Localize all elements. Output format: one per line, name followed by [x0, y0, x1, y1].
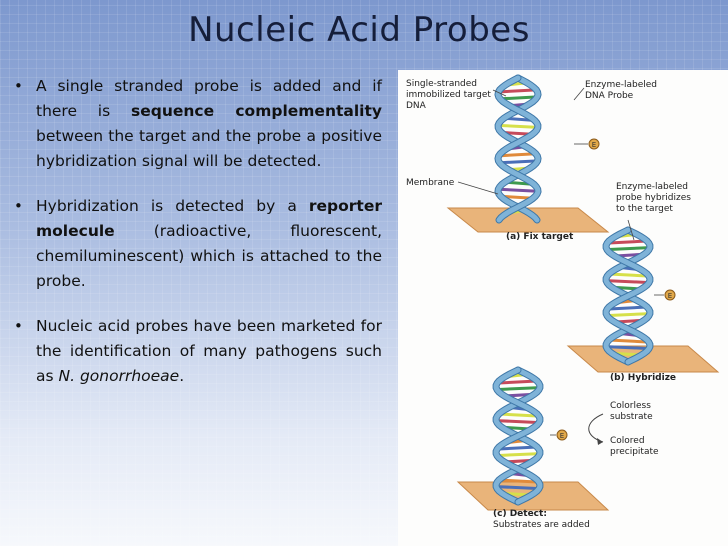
base-pair: [498, 123, 538, 129]
dna-strand: [495, 75, 541, 223]
label-line: Enzyme-labeled: [616, 182, 689, 192]
label-line: (c) Detect:: [493, 509, 547, 519]
label-line: Enzyme-labeled: [585, 80, 658, 90]
bullet-text-bold: sequence complementality: [130, 102, 382, 120]
base-pair: [606, 345, 650, 351]
bullet-text-pre: Hybridization is detected by a: [36, 197, 309, 215]
base-pair: [608, 239, 648, 245]
base-pair: [500, 152, 536, 158]
dna-strand: [495, 75, 541, 223]
base-pair: [498, 95, 538, 101]
base-pair: [499, 88, 537, 94]
bullet-glyph: •: [14, 197, 23, 215]
dna-strand: [603, 227, 653, 365]
enzyme-marker-letter: E: [560, 432, 564, 440]
base-pair: [608, 338, 648, 344]
enzyme-marker-letter: E: [592, 141, 596, 149]
label-probe-hybridizes: Enzyme-labeled probe hybridizes to the t…: [616, 182, 691, 215]
figure-canvas: E E E: [446, 74, 720, 511]
base-pair: [496, 452, 540, 458]
label-colored-precipitate: Colored precipitate: [610, 436, 659, 458]
base-pair: [606, 312, 650, 318]
bullet-text-post: .: [179, 367, 185, 385]
label-enzyme-probe: Enzyme-labeled DNA Probe: [585, 80, 657, 102]
bullet-item: • Hybridization is detected by a reporte…: [10, 194, 382, 294]
bullet-glyph: •: [14, 77, 23, 95]
base-pair: [496, 485, 540, 491]
base-pair: [606, 246, 650, 252]
label-step-b: (b) Hybridize: [610, 373, 677, 383]
label-line: Substrates are added: [493, 520, 590, 530]
hybridization-figure: E E E Single-stranded immobilized target D…: [398, 70, 728, 546]
label-line: Single-stranded: [406, 79, 478, 89]
label-step-a: (a) Fix target: [506, 232, 574, 242]
enzyme-marker-letter: E: [668, 292, 672, 300]
label-step-c: (c) Detect: Substrates are added: [493, 509, 590, 531]
label-membrane: Membrane: [406, 178, 455, 188]
base-pair: [498, 478, 538, 484]
base-pair: [498, 159, 538, 165]
label-colorless-substrate: Colorless substrate: [610, 401, 653, 423]
arrow-head-icon: [597, 438, 603, 445]
bullet-text-bold: reporter molecule: [36, 197, 382, 240]
base-pair: [608, 272, 648, 278]
enzyme-marker-icon: [664, 289, 676, 301]
label-line: Colored: [610, 436, 645, 446]
label-line: DNA Probe: [585, 91, 634, 101]
enzyme-marker-icon: [588, 138, 600, 150]
label-line: Colorless: [610, 401, 651, 411]
label-line: probe hybridizes: [616, 193, 691, 203]
label-line: DNA: [406, 101, 426, 111]
pointer-line: [457, 181, 499, 195]
label-single-stranded: Single-stranded immobilized target DNA: [406, 79, 491, 112]
base-pair: [496, 386, 540, 392]
bullet-text-pre: A single stranded probe is added and if …: [36, 77, 382, 120]
label-line: precipitate: [610, 447, 659, 457]
base-pair: [606, 279, 650, 285]
enzyme-marker-icon: [556, 429, 568, 441]
bullet-text-italic: N. gonorrhoeae: [58, 367, 180, 385]
label-line: to the target: [616, 204, 673, 214]
bullet-text-post: between the target and the probe a posit…: [36, 127, 382, 170]
bullet-text-pre: Nucleic acid probes have been marketed f…: [36, 317, 382, 385]
bullet-text-post: (radioactive, fluorescent, chemiluminesc…: [36, 222, 382, 290]
bullet-glyph: •: [14, 317, 23, 335]
pointer-line: [492, 89, 507, 97]
base-pair: [498, 445, 538, 451]
base-pair: [498, 412, 538, 418]
dna-strand: [493, 367, 543, 505]
label-line: immobilized target: [406, 90, 491, 100]
bullet-item: • Nucleic acid probes have been marketed…: [10, 314, 382, 389]
base-pair: [496, 419, 540, 425]
membrane-plate: [446, 207, 610, 233]
bullet-list: • A single stranded probe is added and i…: [10, 74, 382, 409]
conversion-arrow: [588, 413, 604, 443]
base-pair: [498, 187, 538, 193]
pointer-line: [627, 219, 635, 241]
bullet-item: • A single stranded probe is added and i…: [10, 74, 382, 174]
pointer-line: [573, 87, 585, 101]
slide-title: Nucleic Acid Probes: [188, 10, 530, 50]
base-pair: [498, 379, 538, 385]
base-pair: [608, 305, 648, 311]
label-line: substrate: [610, 412, 653, 422]
